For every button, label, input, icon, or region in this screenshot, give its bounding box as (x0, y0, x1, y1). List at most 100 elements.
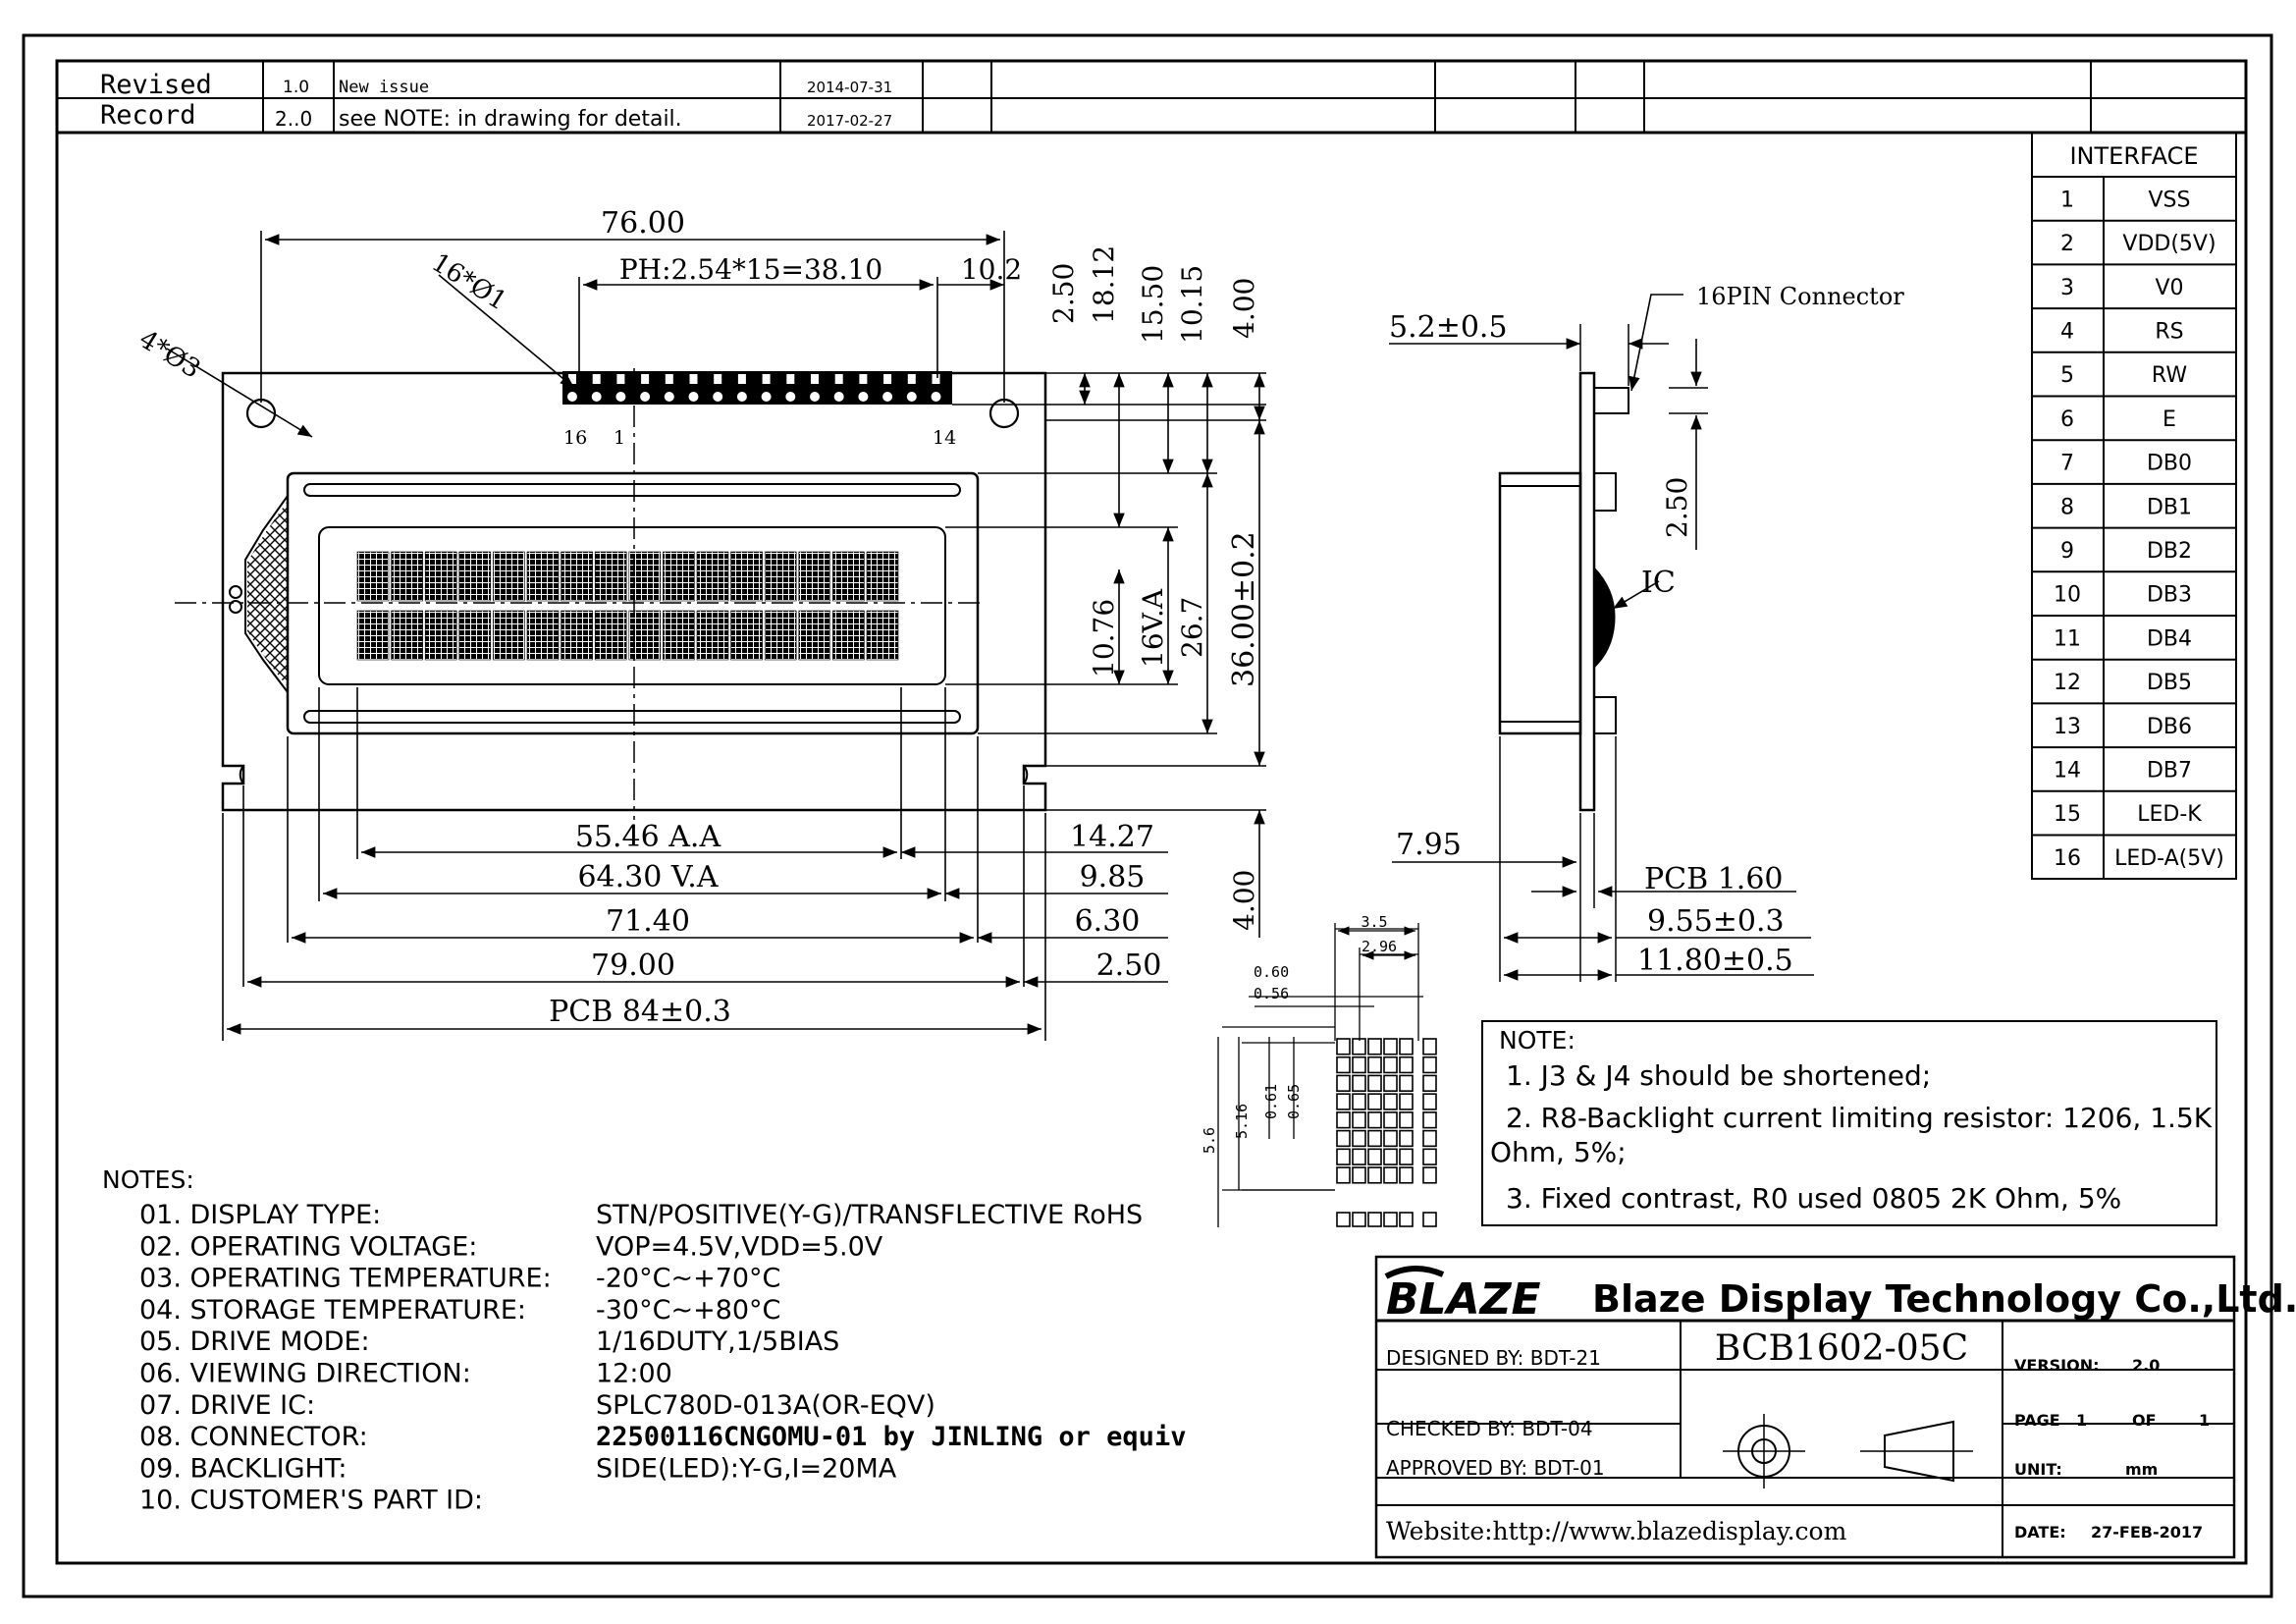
interface-pin-number: 10 (2054, 583, 2081, 608)
pin-pad (568, 374, 576, 384)
pin-hole (833, 392, 844, 402)
dot-pixel (1422, 1111, 1437, 1129)
pin-pad (907, 374, 916, 384)
character-cell (526, 551, 560, 602)
side-view (1389, 294, 1814, 982)
center-lines (175, 368, 982, 820)
page-of-label: OF (2132, 1411, 2157, 1430)
website: Website:http://www.blazedisplay.com (1386, 1517, 1847, 1545)
dot-pixel (1399, 1129, 1414, 1148)
character-cell (764, 551, 797, 602)
pin-pad (665, 374, 673, 384)
pin-hole (736, 392, 747, 402)
hdim-79-00: 79.00 (591, 948, 675, 983)
dot-pixel (1336, 1111, 1351, 1129)
dot-pixel (1336, 1166, 1351, 1184)
spec-value: 12:00 (596, 1359, 672, 1389)
character-cell (424, 610, 457, 661)
dot-pixel (1367, 1166, 1382, 1184)
interface-pin-number: 4 (2060, 319, 2074, 344)
character-cell (832, 551, 865, 602)
pin-label-16: 16 (563, 427, 587, 449)
character-cell (391, 610, 423, 661)
cursor-pixel (1422, 1212, 1437, 1227)
hdim-pcb-84: PCB 84±0.3 (549, 995, 731, 1029)
pin-pad (811, 374, 819, 384)
outer-border (22, 33, 2273, 1598)
spec-label: 01. DISPLAY TYPE: (139, 1200, 381, 1230)
version-label: VERSION: (2014, 1356, 2100, 1375)
pin-hole (640, 392, 651, 402)
vdim-18-12: 18.12 (1088, 245, 1120, 324)
pin-hole (810, 392, 820, 402)
side-module (1498, 471, 1582, 735)
character-cell (764, 610, 797, 661)
dot-pixel (1367, 1056, 1382, 1074)
pin-hole (858, 392, 869, 402)
pin-label-14: 14 (933, 427, 956, 449)
character-cell (798, 610, 831, 661)
label-16pin-connector: 16PIN Connector (1696, 283, 1904, 310)
checked-by: CHECKED BY: BDT-04 (1386, 1417, 1593, 1440)
revision-desc-2: see NOTE: in drawing for detail. (339, 107, 682, 132)
note-item-1: 1. J3 & J4 should be shortened; (1506, 1059, 1931, 1092)
pin-hole (906, 392, 917, 402)
cursor-pixel (1383, 1212, 1398, 1227)
specs-list: 01. DISPLAY TYPE:STN/POSITIVE(Y-G)/TRANS… (139, 1200, 1186, 1516)
note-item-2: 2. R8-Backlight current limiting resisto… (1506, 1102, 2213, 1134)
hdim-2-50: 2.50 (1096, 948, 1162, 983)
dot-pixel (1352, 1166, 1366, 1184)
side-connector (1593, 387, 1629, 414)
logo-text: BLAZE (1386, 1274, 1541, 1325)
character-cell (424, 551, 457, 602)
character-cell (696, 551, 729, 602)
vdim-36-00: 36.00±0.2 (1227, 531, 1261, 687)
pin-pad (641, 374, 650, 384)
interface-pin-name: VSS (2149, 188, 2191, 212)
dim-connector-2-50: 2.50 (1661, 477, 1693, 538)
interface-pin-number: 7 (2060, 452, 2074, 476)
pin-pad (616, 374, 625, 384)
dot-pixel (1336, 1074, 1351, 1092)
interface-pin-name: LED-A(5V) (2114, 846, 2224, 871)
dim-overall-76: 76.00 (601, 206, 685, 241)
dim-pin-offset: 10.2 (961, 253, 1022, 286)
unit-label: UNIT: (2014, 1460, 2062, 1479)
dot-dim-0-56: 0.56 (1254, 985, 1289, 1002)
dot-dim-0-65: 0.65 (1285, 1084, 1303, 1119)
dot-pixel (1352, 1056, 1366, 1074)
character-cell (663, 551, 695, 602)
pin-pad (786, 374, 795, 384)
pin-pad (834, 374, 843, 384)
dot-pixel (1336, 1129, 1351, 1148)
interface-pin-number: 14 (2054, 758, 2081, 783)
dot-pixel (1352, 1148, 1366, 1165)
character-cell (561, 610, 593, 661)
dot-pixel (1352, 1129, 1366, 1148)
character-cell (832, 610, 865, 661)
spec-label: 10. CUSTOMER'S PART ID: (139, 1486, 483, 1516)
spec-label: 05. DRIVE MODE: (139, 1326, 370, 1357)
dot-pixel (1399, 1166, 1414, 1184)
dot-dim-2-96: 2.96 (1362, 938, 1397, 955)
dot-dim-0-61: 0.61 (1262, 1084, 1280, 1119)
character-cell (663, 610, 695, 661)
title-block (1374, 1255, 2236, 1559)
spec-label: 08. CONNECTOR: (139, 1422, 368, 1452)
interface-pin-number: 16 (2054, 846, 2081, 871)
interface-pin-number: 13 (2054, 715, 2081, 739)
interface-pin-name: VDD(5V) (2122, 232, 2216, 256)
character-cell (730, 551, 763, 602)
dot-pixel (1336, 1148, 1351, 1165)
dot-pixel (1383, 1056, 1398, 1074)
pin-hole (713, 392, 723, 402)
dot-pixel (1367, 1093, 1382, 1110)
vdim-4-00-top: 4.00 (1228, 278, 1260, 339)
interface-pin-name: DB3 (2147, 583, 2192, 608)
dot-pixel (1336, 1056, 1351, 1074)
dot-pixel (1399, 1111, 1414, 1129)
dot-pixel (1383, 1148, 1398, 1165)
character-cell (866, 551, 899, 602)
